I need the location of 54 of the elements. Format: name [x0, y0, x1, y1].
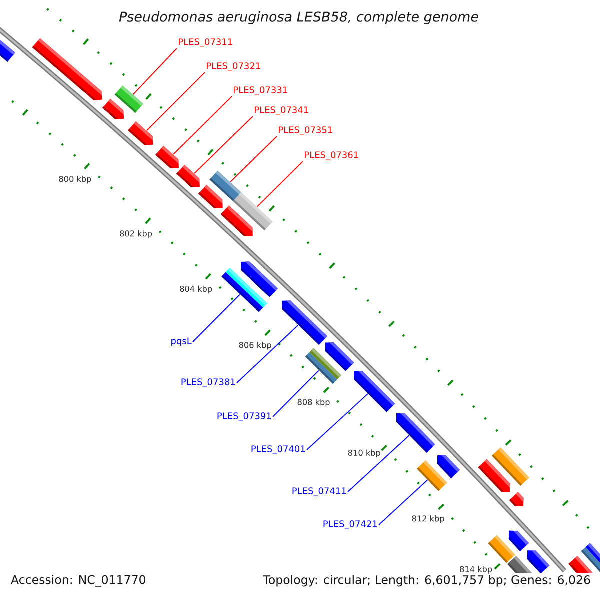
- leader-line: [192, 294, 241, 342]
- gene-block: [527, 550, 550, 573]
- gene-block: [508, 530, 530, 552]
- gene-block: [437, 455, 460, 478]
- gene-block: [354, 370, 396, 412]
- map-title: Pseudomonas aeruginosa LESB58, complete genome: [119, 11, 478, 25]
- gene-label: PLES_07331: [234, 86, 288, 96]
- leader-line: [236, 324, 299, 384]
- gene-block: [198, 185, 223, 208]
- gene-label: pqsL: [172, 338, 192, 346]
- scale-label: 802 kbp: [120, 230, 152, 238]
- gene-label: PLES_07311: [179, 38, 232, 48]
- gene-block: [241, 262, 278, 298]
- gene-block: [492, 448, 530, 486]
- gene-block: [114, 86, 144, 113]
- footer-text: Topology: circular; Length: 6,601,757 bp; Genes: 6,026: [263, 575, 590, 587]
- scale-label: 812 kbp: [412, 515, 444, 524]
- gene-label: PLES_07391: [218, 412, 272, 422]
- gene-block: [102, 99, 124, 120]
- gene-block: [176, 165, 200, 188]
- leader-line: [272, 370, 320, 418]
- gene-block: [396, 414, 436, 454]
- gene-block: [128, 121, 154, 146]
- gene-block: [32, 38, 102, 100]
- gene-block: [233, 192, 273, 231]
- gene-block: [325, 342, 354, 372]
- gene-label: PLES_07411: [292, 488, 346, 496]
- gene-label: PLES_07361: [305, 152, 358, 160]
- gene-block: [156, 146, 179, 168]
- gene-block: [581, 543, 600, 573]
- leader-line: [348, 435, 410, 492]
- scale-label: 810 kbp: [348, 450, 380, 458]
- scale-label: 808 kbp: [298, 399, 330, 407]
- gene-block: [282, 300, 328, 346]
- gene-block: [509, 492, 524, 506]
- leader-line: [306, 393, 369, 450]
- gene-label: PLES_07421: [324, 520, 378, 530]
- leader-line: [173, 96, 232, 155]
- gene-label: PLES_07321: [207, 62, 260, 72]
- gene-label: PLES_07401: [252, 446, 306, 454]
- leader-line: [230, 136, 278, 183]
- leader-line: [132, 48, 178, 96]
- gene-label: PLES_07341: [255, 106, 308, 116]
- scale-label: 800 kbp: [59, 176, 92, 184]
- leader-line: [146, 72, 206, 132]
- gene-label: PLES_07351: [279, 126, 332, 136]
- gene-block: [508, 556, 532, 573]
- leader-line: [194, 116, 254, 174]
- footer-text: Accession: NC_011770: [11, 575, 146, 587]
- scale-label: 806 kbp: [239, 342, 272, 350]
- gene-label: PLES_07381: [182, 378, 236, 388]
- scale-label: 814 kbp: [460, 566, 492, 574]
- scale-label: 804 kbp: [180, 286, 212, 294]
- leader-line: [256, 161, 304, 208]
